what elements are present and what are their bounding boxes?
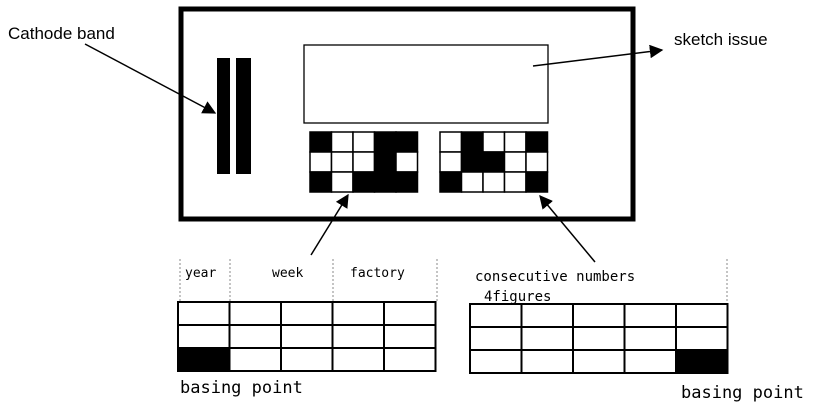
grid-cell-empty — [572, 303, 626, 328]
date-code-arrow — [310, 193, 349, 256]
grid-cell-filled — [177, 347, 231, 372]
grid-cell-empty — [177, 301, 231, 326]
marking-cell-empty — [525, 151, 549, 173]
marking-cell-empty — [330, 131, 354, 153]
grid-cell-filled — [675, 349, 729, 374]
grid-cell-empty — [520, 303, 574, 328]
cathode-band-label: Cathode band — [8, 24, 115, 43]
grid-cell-empty — [520, 349, 574, 374]
marking-cell-filled — [460, 151, 484, 173]
marking-cell-empty — [309, 151, 333, 173]
marking-cell-empty — [460, 171, 484, 193]
header-year: year — [185, 266, 216, 281]
grid-cell-empty — [520, 326, 574, 351]
reading-grid-right — [469, 303, 729, 374]
header-week: week — [272, 266, 303, 281]
marking-cell-empty — [330, 151, 354, 173]
grid-cell-empty — [280, 347, 334, 372]
grid-cell-empty — [177, 324, 231, 349]
reading-grid-left — [177, 301, 437, 372]
marking-cell-filled — [373, 171, 397, 193]
grid-cell-empty — [331, 347, 385, 372]
marking-cell-empty — [503, 131, 527, 153]
grid-cell-empty — [675, 326, 729, 351]
marking-cell-filled — [395, 131, 419, 153]
marking-cell-filled — [309, 131, 333, 153]
grid-cell-empty — [623, 349, 677, 374]
marking-cell-filled — [309, 171, 333, 193]
grid-cell-empty — [469, 303, 523, 328]
marking-cell-empty — [439, 151, 463, 173]
marking-cell-empty — [395, 151, 419, 173]
marking-cell-filled — [373, 151, 397, 173]
grid-cell-empty — [675, 303, 729, 328]
cathode-band-arrow — [84, 43, 217, 114]
marking-cell-filled — [525, 131, 549, 153]
marking-pattern-right — [439, 131, 549, 193]
marking-cell-empty — [352, 151, 376, 173]
marking-cell-empty — [330, 171, 354, 193]
grid-cell-empty — [331, 324, 385, 349]
marking-cell-filled — [482, 151, 506, 173]
grid-cell-empty — [383, 347, 437, 372]
marking-cell-empty — [482, 171, 506, 193]
grid-cell-empty — [280, 301, 334, 326]
marking-pattern-left — [309, 131, 419, 193]
grid-cell-empty — [623, 303, 677, 328]
grid-cell-empty — [572, 326, 626, 351]
grid-cell-empty — [469, 349, 523, 374]
grid-cell-empty — [383, 324, 437, 349]
marking-cell-empty — [482, 131, 506, 153]
grid-cell-empty — [572, 349, 626, 374]
marking-cell-filled — [395, 171, 419, 193]
sketch-issue-label: sketch issue — [674, 30, 768, 49]
marking-cell-filled — [439, 171, 463, 193]
grid-cell-empty — [623, 326, 677, 351]
four-figures-label: 4figures — [484, 289, 551, 305]
header-factory: factory — [350, 266, 405, 281]
consecutive-numbers-label: consecutive numbers — [475, 269, 635, 285]
sketch-issue-box — [303, 44, 549, 124]
grid-cell-empty — [383, 301, 437, 326]
grid-cell-empty — [228, 324, 282, 349]
marking-cell-empty — [352, 131, 376, 153]
grid-cell-empty — [228, 347, 282, 372]
marking-cell-empty — [503, 151, 527, 173]
marking-cell-filled — [525, 171, 549, 193]
grid-cell-empty — [469, 326, 523, 351]
grid-cell-empty — [331, 301, 385, 326]
cathode-band-bar-1 — [217, 58, 230, 174]
marking-cell-filled — [352, 171, 376, 193]
component-body — [178, 6, 636, 222]
serial-number-arrow — [539, 194, 596, 263]
basing-point-left-label: basing point — [180, 378, 303, 398]
marking-cell-filled — [460, 131, 484, 153]
cathode-band-bar-2 — [236, 58, 251, 174]
marking-cell-filled — [373, 131, 397, 153]
grid-cell-empty — [280, 324, 334, 349]
marking-cell-empty — [503, 171, 527, 193]
grid-cell-empty — [228, 301, 282, 326]
marking-cell-empty — [439, 131, 463, 153]
basing-point-right-label: basing point — [681, 383, 804, 403]
sketch-issue-arrow — [532, 44, 664, 67]
